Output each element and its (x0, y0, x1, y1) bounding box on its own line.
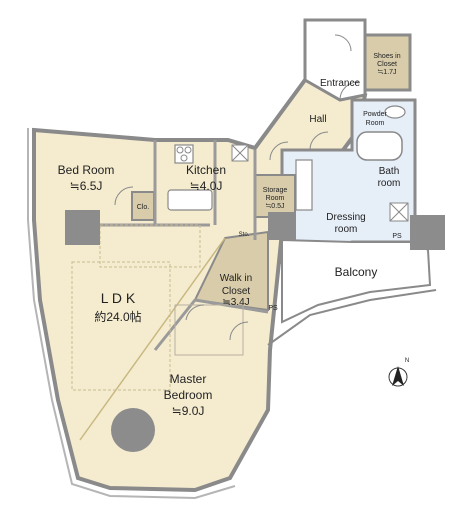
bath-name-2: room (378, 178, 401, 189)
north-label: N (405, 358, 409, 364)
storage-name-2: Room (266, 195, 285, 202)
master-name-1: Master (170, 372, 207, 386)
bedroom-name: Bed Room (58, 163, 115, 177)
shoes-name-1: Shoes in (373, 53, 400, 60)
north-arrow-icon (392, 366, 404, 386)
column (65, 210, 100, 245)
stove-burner (176, 146, 184, 154)
master-window-box (174, 304, 244, 356)
entrance-area (303, 18, 367, 102)
hall-label: Hall (309, 114, 326, 125)
storage-size: ≒0.5J (265, 203, 284, 210)
door-swings (114, 34, 359, 341)
ldk-name: L D K (101, 290, 136, 306)
bath-name-1: Bath (379, 166, 400, 177)
kitchen-name: Kitchen (186, 163, 226, 177)
stove-burner (184, 146, 192, 154)
ps-label-2: PS (268, 305, 278, 312)
master-name-2: Bedroom (164, 388, 213, 402)
toilet-icon (384, 105, 406, 119)
shoes-name-2: Closet (377, 61, 397, 68)
kitchen-size: ≒4.0J (190, 179, 223, 193)
column (410, 215, 445, 250)
powder-name-1: Powder (363, 111, 387, 118)
master-size: ≒9.0J (172, 404, 205, 418)
window-frame (27, 128, 236, 500)
walkin-name-1: Walk in (220, 273, 252, 284)
shoes-size: ≒1.7J (377, 69, 396, 76)
walkin-size: ≒3.4J (222, 297, 249, 308)
stove-icon (174, 144, 194, 164)
column (268, 212, 296, 240)
balcony-rail (267, 289, 437, 346)
stove-burner (180, 154, 188, 162)
bathtub-icon (356, 131, 403, 161)
powder-name-2: Room (366, 120, 385, 127)
bedroom-size: ≒6.5J (70, 179, 103, 193)
washer-icon (389, 202, 409, 222)
dressing-vanity (295, 159, 313, 211)
fridge-icon (231, 144, 249, 162)
sto-label: Sto. (239, 232, 250, 238)
balcony-label: Balcony (335, 265, 378, 279)
dressing-name-2: room (335, 224, 358, 235)
clo-label: Clo. (137, 204, 150, 211)
ps-label-1: PS (392, 233, 402, 240)
ldk-size: 約24.0帖 (94, 309, 141, 324)
entrance-label: Entrance (320, 78, 360, 89)
ldk-zone-inner (99, 224, 201, 268)
round-column (111, 408, 155, 452)
ldk-bedroom-partition (79, 237, 226, 441)
balcony (281, 238, 432, 324)
storage-name-1: Storage (263, 187, 288, 194)
kitchen-counter (167, 189, 213, 211)
dressing-name-1: Dressing (326, 212, 365, 223)
ldk-zone (71, 261, 171, 391)
walkin-name-2: Closet (222, 286, 251, 297)
